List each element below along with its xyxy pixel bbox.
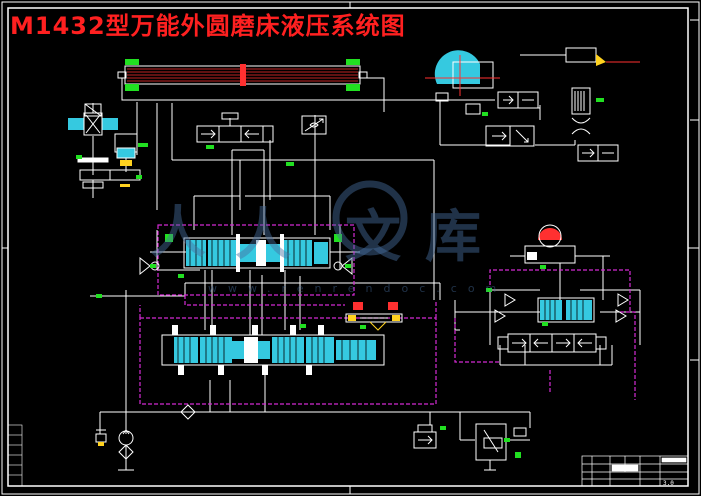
- idle-cylinder-left: [77, 133, 141, 198]
- throttle-valve-centre: [345, 302, 403, 331]
- watermark-glyph-3: 文: [345, 204, 401, 270]
- throttle-valve-top: [301, 115, 327, 135]
- watermark-circle-logo: [332, 180, 408, 256]
- grinding-wheel-head: [425, 50, 500, 96]
- sheet-label: 3.0: [663, 480, 674, 487]
- tailstock-spindle: [520, 47, 640, 66]
- handwheel-valve: [68, 112, 118, 136]
- table-cylinder: [117, 64, 368, 86]
- pilot-valve-upper: [165, 234, 342, 272]
- title-block: [581, 455, 689, 487]
- right-upper-cylinder: [510, 224, 610, 264]
- right-valve-spool: [537, 297, 595, 323]
- drawing-title: M1432型万能外圆磨床液压系统图: [10, 12, 406, 40]
- watermark-url: www.renrendoc.com: [208, 282, 508, 295]
- table-supports: [125, 59, 360, 91]
- pump-group: [95, 404, 196, 471]
- pressure-relief-group: [413, 423, 530, 471]
- revision-strip: [7, 424, 23, 487]
- reversing-valve-top: [196, 112, 274, 143]
- watermark-glyph-1: 人: [150, 200, 206, 266]
- right-directional-valve: [497, 333, 607, 353]
- pilot-lines: [139, 224, 636, 405]
- inner-border: [7, 7, 689, 487]
- pressure-lines: [70, 77, 641, 441]
- port-markers: [76, 98, 604, 458]
- watermark-glyph-2: 人: [235, 202, 291, 268]
- tailstock-cylinder: [571, 87, 591, 135]
- reversing-valve-lower: [161, 325, 385, 375]
- right-top-valves: [435, 91, 619, 162]
- watermark-glyph-4: 库: [425, 204, 481, 270]
- unloading-valve-left: [84, 103, 102, 117]
